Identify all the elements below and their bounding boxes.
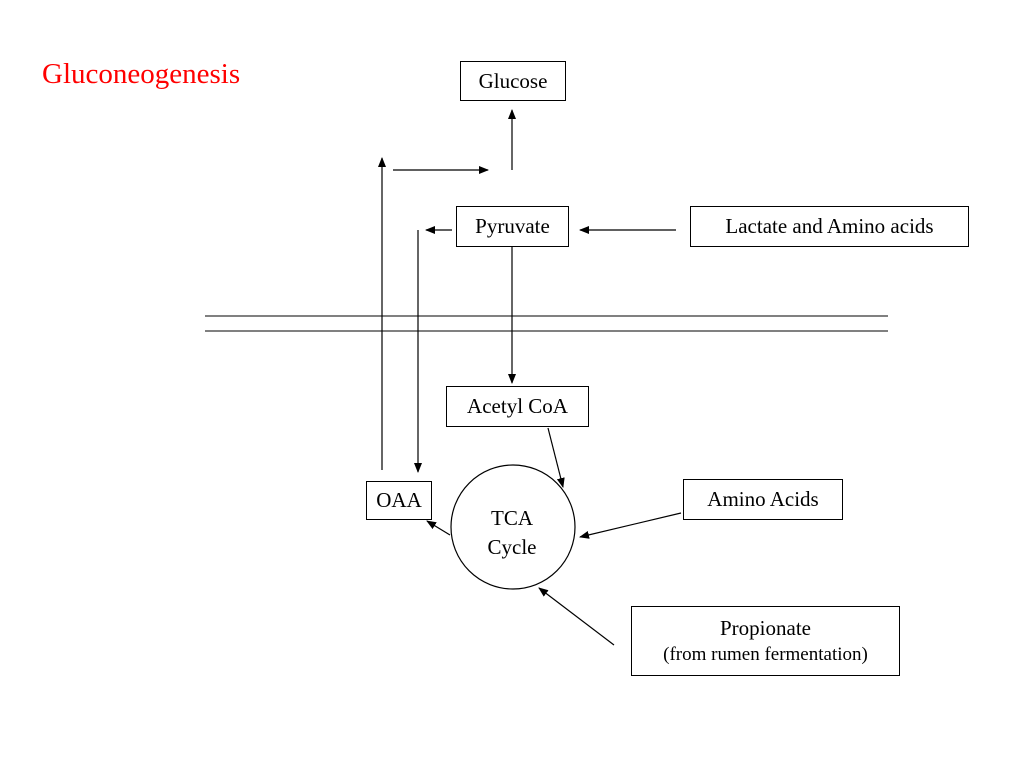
tca-cycle-label: TCA Cycle [452, 504, 572, 562]
arrow-tca-to-oaa [426, 520, 451, 536]
arrow-propionate-to-tca [538, 587, 615, 646]
tca-label-line2: Cycle [487, 535, 537, 559]
amino-acids-label: Amino Acids [707, 487, 819, 511]
pyruvate-label: Pyruvate [475, 214, 550, 238]
propionate-source-label: (from rumen fermentation) [663, 644, 868, 665]
lactate-amino-acids-label: Lactate and Amino acids [725, 214, 934, 238]
acetyl-coa-box: Acetyl CoA [446, 386, 589, 427]
oaa-box: OAA [366, 481, 432, 520]
oaa-label: OAA [376, 488, 422, 512]
tca-label-line1: TCA [491, 506, 533, 530]
glucose-box: Glucose [460, 61, 566, 101]
glucose-label: Glucose [478, 68, 548, 93]
pyruvate-box: Pyruvate [456, 206, 569, 247]
amino-acids-box: Amino Acids [683, 479, 843, 520]
acetyl-coa-label: Acetyl CoA [467, 394, 568, 418]
propionate-box: Propionate (from rumen fermentation) [631, 606, 900, 676]
propionate-label: Propionate [720, 616, 811, 640]
lactate-amino-acids-box: Lactate and Amino acids [690, 206, 969, 247]
arrow-acetyl-coa-to-tca [547, 427, 565, 488]
page-title: Gluconeogenesis [42, 58, 241, 90]
tca-cycle-circle [450, 464, 576, 590]
arrow-amino-acids-to-tca [579, 512, 682, 539]
